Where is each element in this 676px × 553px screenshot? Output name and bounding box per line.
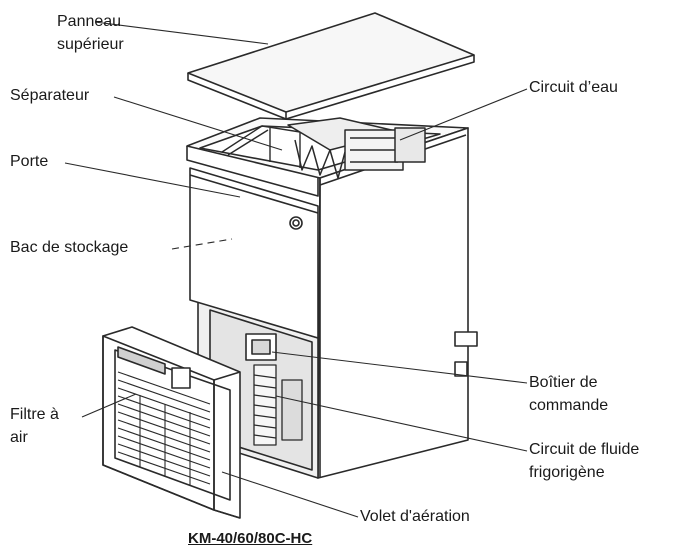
leader-door: [64, 162, 241, 198]
separator-part: [221, 125, 301, 168]
leader-control-box: [271, 351, 528, 384]
model-caption: KM-40/60/80C-HC: [188, 530, 313, 547]
leader-air-filter: [81, 393, 137, 418]
label-top-panel-line2: supérieur: [57, 36, 124, 53]
air-filter-grille: [117, 371, 211, 486]
label-air-filter-line1: Filtre à: [10, 406, 59, 423]
leader-storage-bin: [171, 238, 233, 250]
label-louver: Volet d'aération: [360, 508, 470, 525]
label-storage-bin: Bac de stockage: [10, 239, 129, 256]
label-separator: Séparateur: [10, 87, 90, 104]
leader-top-panel: [94, 21, 269, 45]
leader-water-circuit: [399, 88, 528, 141]
label-refrigerant-circuit-line2: frigorigène: [529, 464, 605, 481]
label-control-box-line2: commande: [529, 397, 609, 414]
water-circuit-part: [287, 117, 426, 179]
refrigerant-circuit-part: [253, 364, 303, 446]
leader-louver: [221, 471, 359, 518]
door-part: [189, 167, 319, 339]
label-air-filter-line2: air: [10, 429, 28, 446]
leader-lines: [64, 21, 528, 518]
top-panel-part: [187, 12, 475, 120]
label-refrigerant-circuit-line1: Circuit de fluide: [529, 441, 640, 458]
label-top-panel-line1: Panneau: [57, 13, 122, 30]
label-control-box-line1: Boîtier de: [529, 374, 598, 391]
control-box-part: [245, 333, 277, 361]
leader-refrigerant-circuit: [275, 395, 528, 452]
leader-separator: [113, 96, 283, 151]
label-water-circuit: Circuit d’eau: [529, 79, 618, 96]
label-door: Porte: [10, 153, 49, 170]
